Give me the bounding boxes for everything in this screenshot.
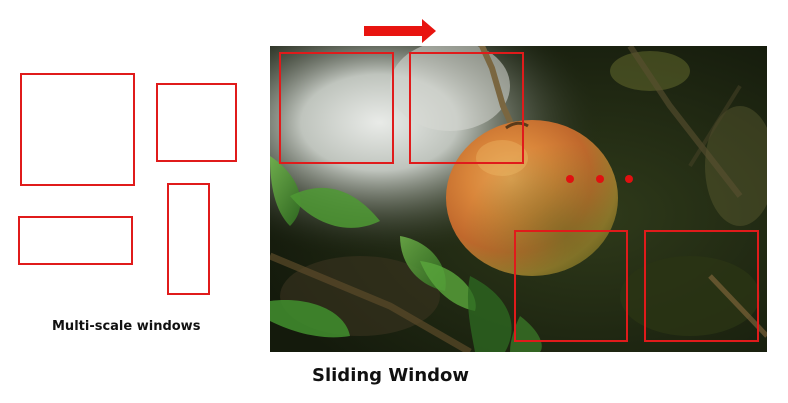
sliding-window-caption: Sliding Window [312, 365, 470, 386]
sliding-window-1 [279, 52, 394, 164]
arrow-shape [364, 19, 436, 43]
continuation-dot [625, 175, 633, 183]
scale-window-tall-rectangle [167, 183, 210, 295]
scale-window-wide-rectangle [18, 216, 133, 265]
continuation-dot [566, 175, 574, 183]
scale-window-medium-square [156, 83, 237, 162]
right-arrow-icon [364, 19, 436, 43]
continuation-dot [596, 175, 604, 183]
sliding-window-3 [514, 230, 628, 342]
scale-window-large-square [20, 73, 135, 186]
multi-scale-caption: Multi-scale windows [52, 319, 201, 334]
sliding-window-2 [409, 52, 524, 164]
sliding-window-4 [644, 230, 759, 342]
apple-photo [270, 46, 767, 352]
apple-photo-illustration [270, 46, 767, 352]
